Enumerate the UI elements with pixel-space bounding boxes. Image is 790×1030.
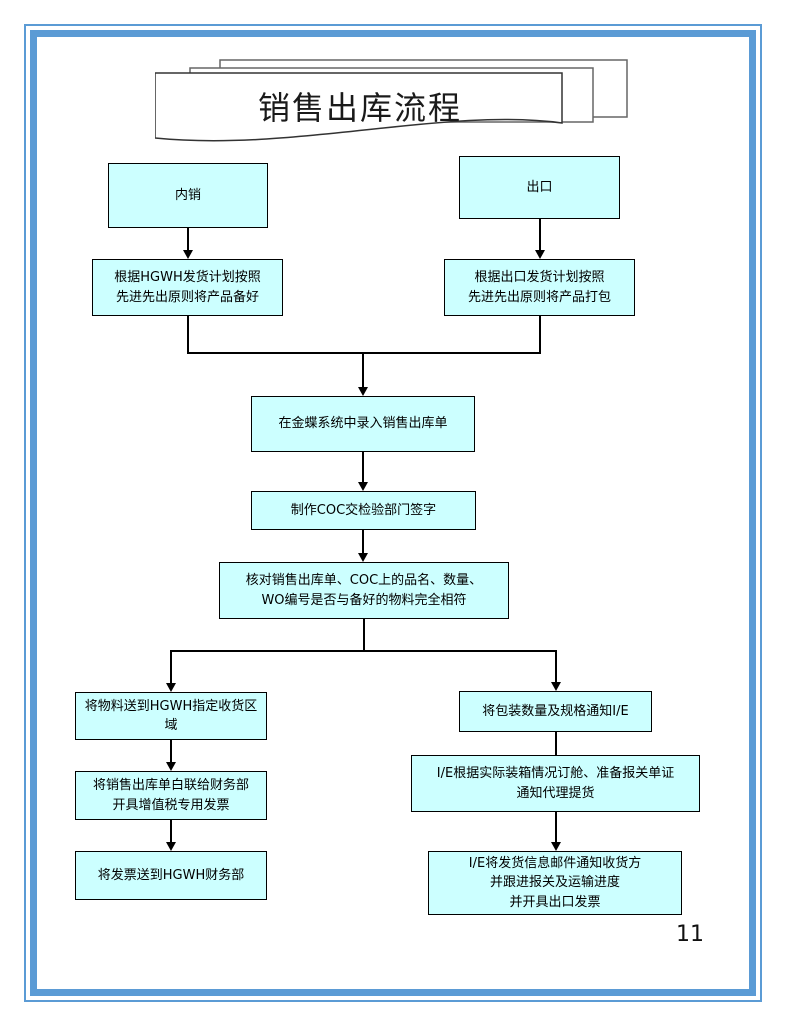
edge-domestic-to-prepare bbox=[187, 228, 189, 251]
node-coc-sign: 制作COC交检验部门签字 bbox=[251, 491, 476, 530]
outer-border-frame bbox=[24, 24, 762, 1002]
edge-notify-to-booking bbox=[555, 732, 557, 755]
node-domestic: 内销 bbox=[108, 163, 268, 228]
node-send-invoice: 将发票送到HGWH财务部 bbox=[75, 851, 267, 900]
edge-coc-to-verify bbox=[362, 530, 364, 554]
edge-booking-to-shipping bbox=[555, 812, 557, 843]
edge-verify-down bbox=[363, 619, 365, 652]
edge-split-horizontal bbox=[170, 650, 557, 652]
node-booking-customs: I/E根据实际装箱情况订舱、准备报关单证 通知代理提货 bbox=[411, 755, 700, 812]
arrowhead-coc-to-verify bbox=[358, 553, 368, 562]
edge-split-to-deliver bbox=[170, 650, 172, 684]
edge-pack-down bbox=[539, 316, 541, 354]
arrowhead-kingdee-to-coc bbox=[358, 482, 368, 491]
arrowhead-deliver-to-vat bbox=[166, 762, 176, 771]
node-shipping-notice: I/E将发货信息邮件通知收货方 并跟进报关及运输进度 并开具出口发票 bbox=[428, 851, 682, 915]
node-domestic-prepare: 根据HGWH发货计划按照 先进先出原则将产品备好 bbox=[92, 259, 283, 316]
title-multidocument-shape: 销售出库流程 bbox=[155, 55, 635, 145]
arrowhead-domestic-to-prepare bbox=[183, 250, 193, 259]
edge-vat-to-send bbox=[170, 820, 172, 843]
node-export: 出口 bbox=[459, 156, 620, 219]
edge-kingdee-to-coc bbox=[362, 452, 364, 483]
edge-merge-horizontal bbox=[187, 352, 541, 354]
arrowhead-split-to-deliver bbox=[166, 683, 176, 692]
arrowhead-vat-to-send bbox=[166, 842, 176, 851]
edge-prepare-down bbox=[187, 316, 189, 354]
arrowhead-merge-to-kingdee bbox=[358, 387, 368, 396]
edge-deliver-to-vat bbox=[170, 740, 172, 763]
page-number: 11 bbox=[676, 922, 704, 947]
arrowhead-export-to-pack bbox=[535, 250, 545, 259]
node-deliver-area: 将物料送到HGWH指定收货区域 bbox=[75, 692, 267, 740]
node-notify-ie: 将包装数量及规格通知I/E bbox=[459, 691, 652, 732]
edge-merge-to-kingdee bbox=[362, 354, 364, 388]
node-verify: 核对销售出库单、COC上的品名、数量、 WO编号是否与备好的物料完全相符 bbox=[219, 562, 509, 619]
edge-split-to-notify bbox=[555, 650, 557, 683]
node-export-pack: 根据出口发货计划按照 先进先出原则将产品打包 bbox=[444, 259, 635, 316]
arrowhead-split-to-notify bbox=[551, 682, 561, 691]
node-vat-invoice: 将销售出库单白联给财务部 开具增值税专用发票 bbox=[75, 771, 267, 820]
inner-border-frame bbox=[30, 30, 756, 996]
title-shape-svg bbox=[155, 59, 628, 142]
node-kingdee-entry: 在金蝶系统中录入销售出库单 bbox=[251, 396, 475, 452]
edge-export-to-pack bbox=[539, 219, 541, 251]
arrowhead-booking-to-shipping bbox=[551, 842, 561, 851]
page-title: 销售出库流程 bbox=[257, 89, 462, 127]
title-front-document bbox=[155, 72, 563, 142]
